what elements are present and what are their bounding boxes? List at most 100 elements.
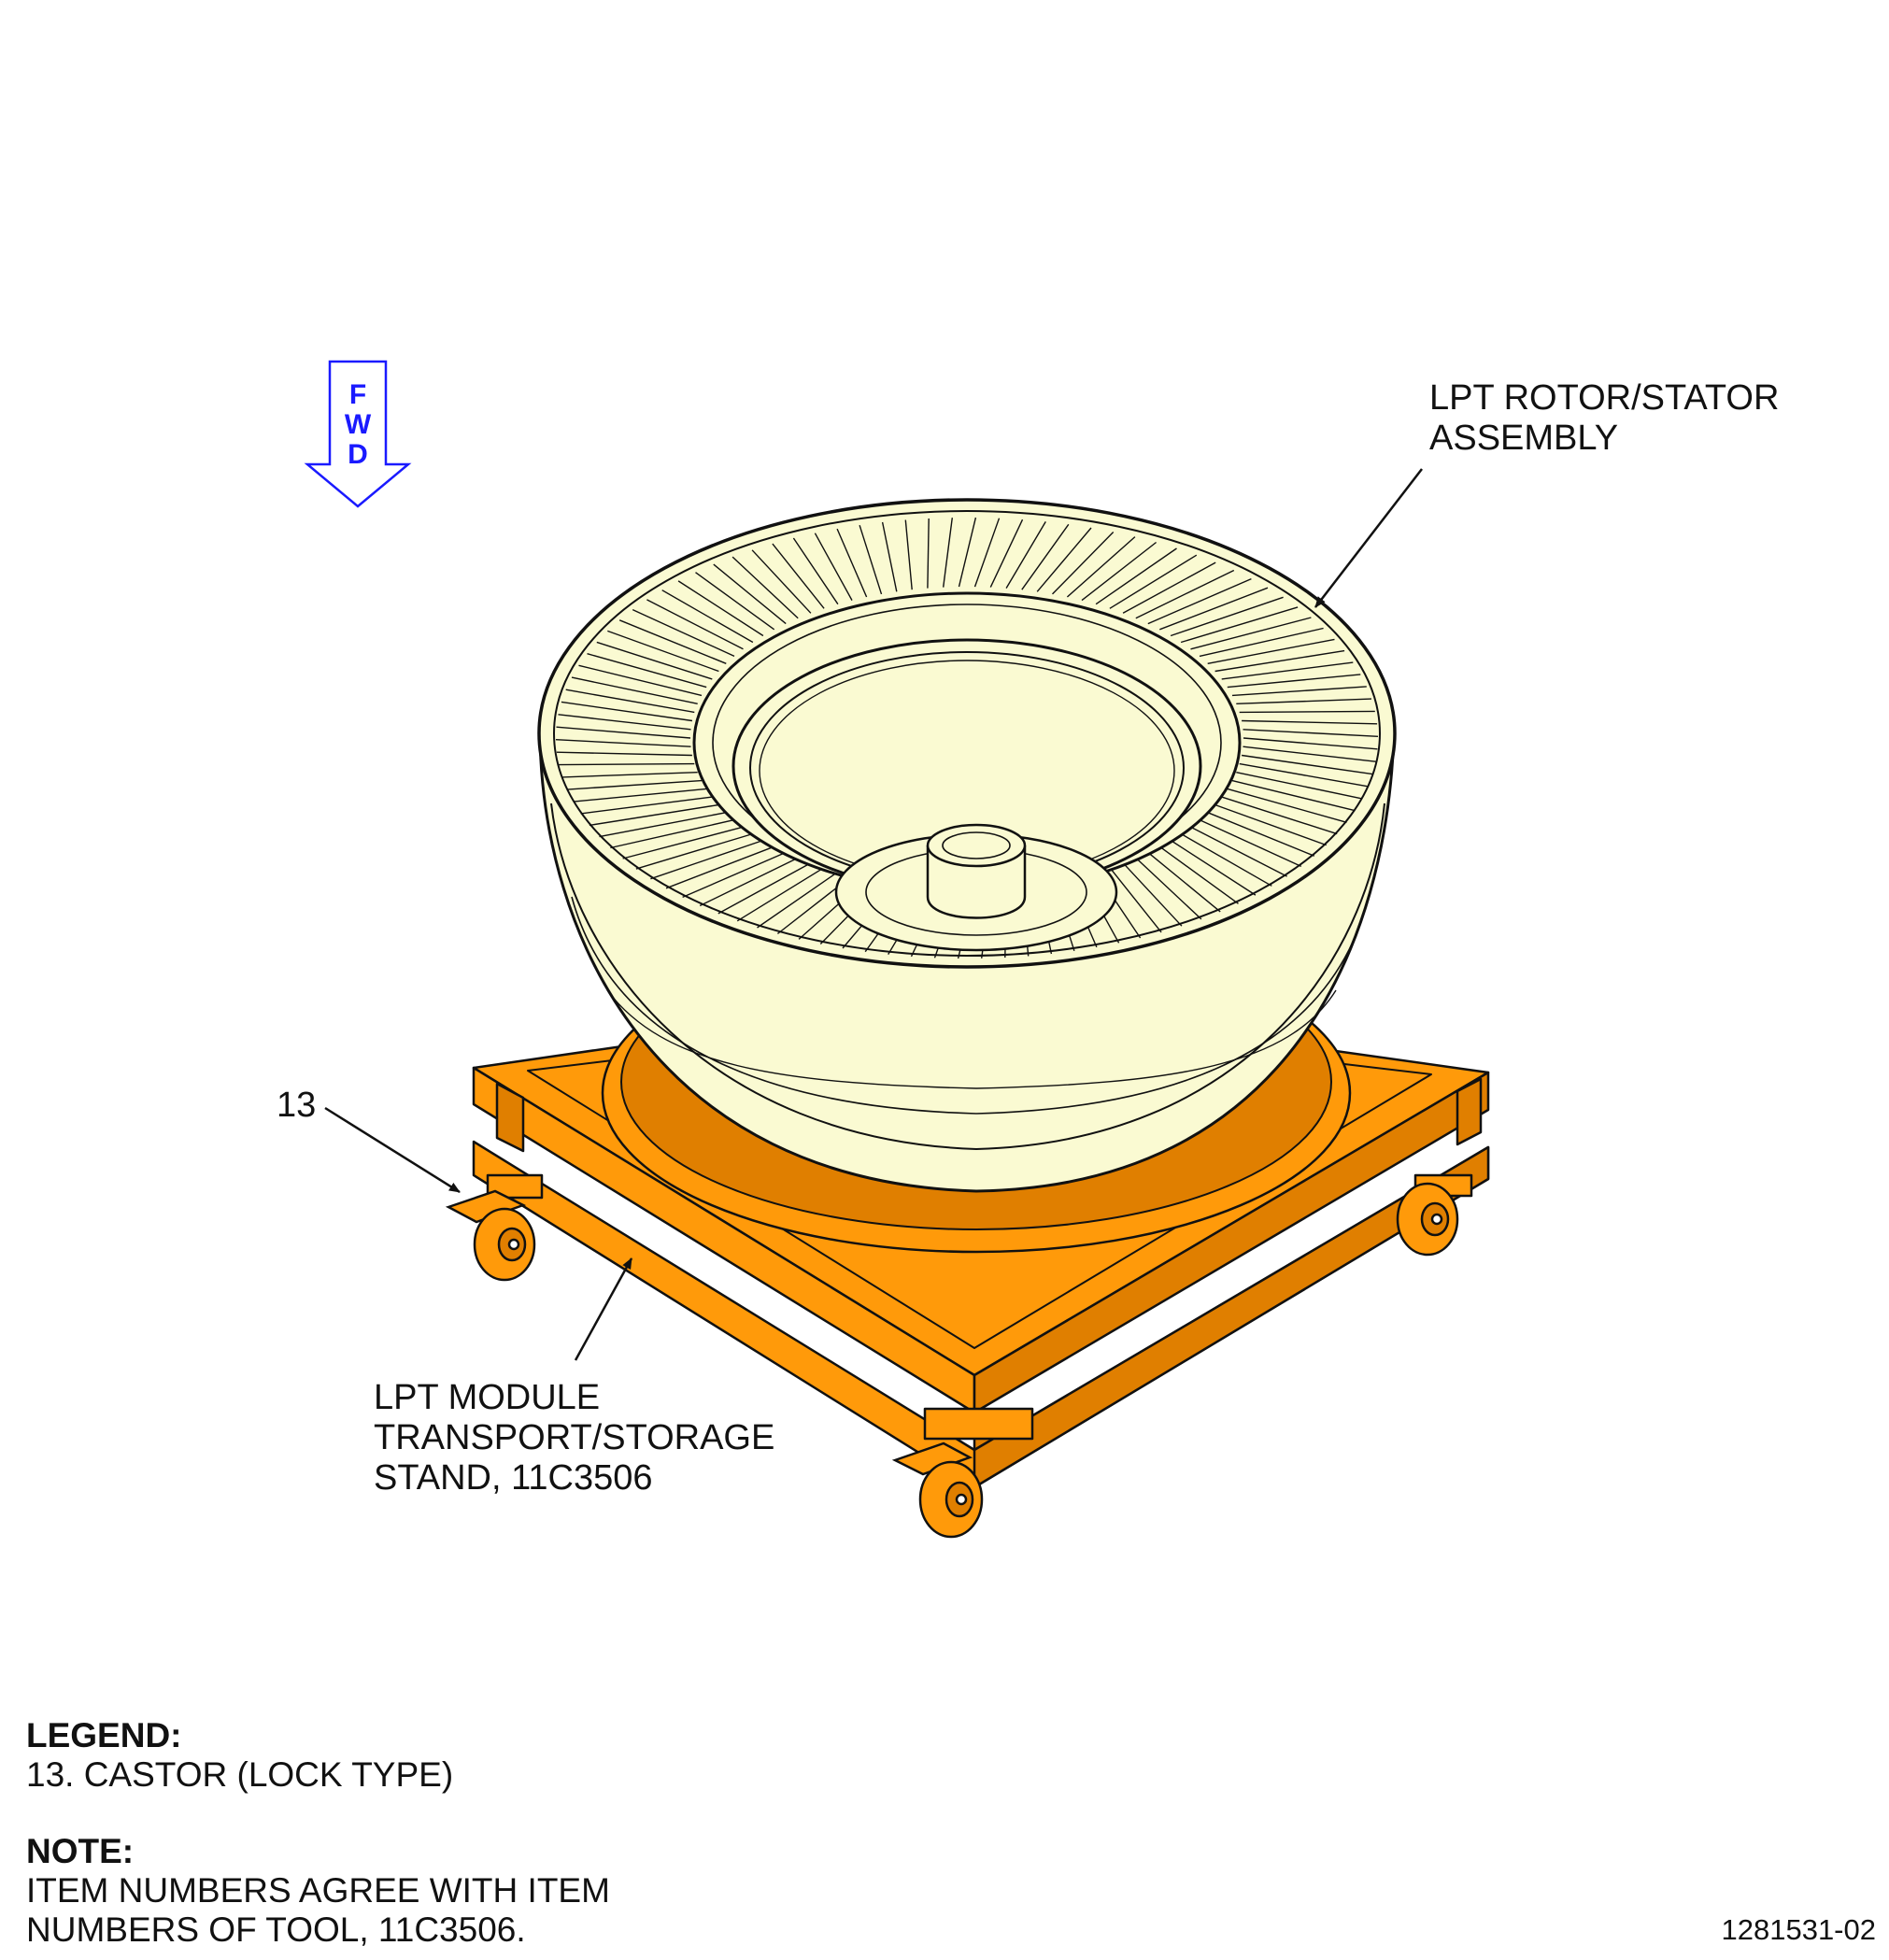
figure-number: 1281531-02 xyxy=(1721,1913,1877,1946)
turbine-blade xyxy=(567,779,703,790)
turbine-blade xyxy=(1190,617,1312,650)
callout-item-13: 13 xyxy=(277,1086,317,1125)
turbine-blade xyxy=(1207,812,1315,857)
turbine-blade xyxy=(1147,577,1252,625)
turbine-blade xyxy=(618,619,727,664)
turbine-blade xyxy=(1005,521,1046,589)
turbine-blade xyxy=(1122,862,1183,927)
turbine-blade xyxy=(736,867,825,922)
turbine-blade xyxy=(695,572,775,631)
turbine-blade xyxy=(1081,541,1158,602)
callout-line: LPT MODULE xyxy=(374,1378,601,1417)
callout-lpt-rotor-stator: LPT ROTOR/STATOR ASSEMBLY xyxy=(1429,378,1779,459)
turbine-blade xyxy=(573,788,707,802)
turbine-blade xyxy=(1180,832,1272,887)
turbine-blade xyxy=(731,556,799,619)
turbine-blade xyxy=(1159,587,1269,631)
turbine-blade xyxy=(1021,523,1070,590)
turbine-blade xyxy=(1236,772,1363,800)
turbine-blade xyxy=(555,739,691,747)
castor-wheel-left-icon xyxy=(445,1189,536,1282)
fwd-letter-f: F xyxy=(349,379,366,410)
turbine-blade xyxy=(587,653,707,689)
turbine-blade xyxy=(580,796,713,815)
turbine-blade xyxy=(958,517,977,588)
legend-block: LEGEND: 13. CASTOR (LOCK TYPE) NOTE: ITE… xyxy=(26,1716,610,1950)
blade-ring xyxy=(555,517,1379,959)
turbine-blade xyxy=(665,845,774,889)
fwd-letter-d: D xyxy=(348,439,368,470)
turbine-blade xyxy=(632,608,735,658)
turbine-blade xyxy=(1095,547,1177,605)
turbine-blade xyxy=(559,762,695,766)
turbine-blade xyxy=(1158,845,1239,904)
turbine-blade xyxy=(1180,606,1299,644)
turbine-blade xyxy=(578,664,703,697)
turbine-blade xyxy=(1239,762,1369,788)
turbine-blade xyxy=(751,549,812,614)
turbine-blade xyxy=(881,521,898,592)
turbine-blade xyxy=(558,714,691,731)
turbine-blade xyxy=(635,832,754,870)
turbine-blade xyxy=(1221,661,1354,680)
turbine-blade xyxy=(973,518,1001,588)
turbine-blade xyxy=(561,772,698,778)
turbine-blade xyxy=(1135,857,1202,920)
turbine-blade xyxy=(1243,729,1379,737)
turbine-blade xyxy=(556,751,692,757)
turbine-blade xyxy=(1207,638,1335,664)
turbine-blade xyxy=(561,701,692,722)
turbine-blade xyxy=(607,630,719,673)
turbine-blade xyxy=(699,857,799,907)
item-13-leader-line xyxy=(324,1106,461,1194)
turbine-blade xyxy=(927,518,930,589)
lpt-rotor-stator-assembly xyxy=(537,498,1397,1193)
turbine-blade xyxy=(1231,686,1367,697)
callout-line: STAND, 11C3506 xyxy=(374,1458,653,1498)
turbine-blade xyxy=(859,524,883,595)
turbine-blade xyxy=(650,839,764,880)
turbine-blade xyxy=(682,851,787,899)
turbine-blade xyxy=(1199,818,1302,868)
rotor-leader-line xyxy=(1314,468,1423,608)
turbine-blade xyxy=(713,563,787,625)
turbine-blade xyxy=(1135,569,1235,619)
fwd-arrow-icon: F W D xyxy=(304,360,412,508)
turbine-blade xyxy=(1231,779,1356,812)
turbine-blade xyxy=(1190,826,1287,877)
turbine-blade xyxy=(1170,839,1257,896)
turbine-blade xyxy=(1227,788,1347,823)
turbine-blade xyxy=(717,862,812,915)
turbine-blade xyxy=(1214,649,1345,673)
turbine-blade xyxy=(1122,561,1216,614)
note-title: NOTE: xyxy=(26,1832,135,1870)
turbine-blade xyxy=(596,641,713,680)
turbine-blade xyxy=(757,871,839,929)
stand-leader-line xyxy=(574,1257,633,1361)
turbine-blade xyxy=(836,528,868,598)
turbine-blade xyxy=(622,826,744,859)
turbine-blade xyxy=(1109,867,1162,933)
turbine-blade xyxy=(1242,719,1378,725)
turbine-blade xyxy=(1199,627,1324,658)
turbine-blade xyxy=(677,580,764,637)
turbine-blade xyxy=(589,803,719,827)
turbine-blade xyxy=(1243,737,1378,750)
turbine-blade xyxy=(571,676,698,704)
callout-line: ASSEMBLY xyxy=(1429,419,1619,458)
turbine-blade xyxy=(814,533,853,601)
legend-item: 13. CASTOR (LOCK TYPE) xyxy=(26,1755,454,1794)
fwd-letter-w: W xyxy=(345,409,372,440)
turbine-blade xyxy=(1243,746,1376,762)
turbine-blade xyxy=(904,519,913,590)
callout-line: LPT ROTOR/STATOR xyxy=(1429,378,1780,418)
note-line: NUMBERS OF TOOL, 11C3506. xyxy=(26,1910,526,1949)
turbine-blade xyxy=(646,599,744,650)
legend-title: LEGEND: xyxy=(26,1716,182,1754)
turbine-blade xyxy=(1214,803,1327,846)
turbine-blade xyxy=(610,818,735,849)
turbine-blade xyxy=(1242,754,1373,775)
turbine-blade xyxy=(772,543,825,609)
turbine-blade xyxy=(565,689,695,714)
